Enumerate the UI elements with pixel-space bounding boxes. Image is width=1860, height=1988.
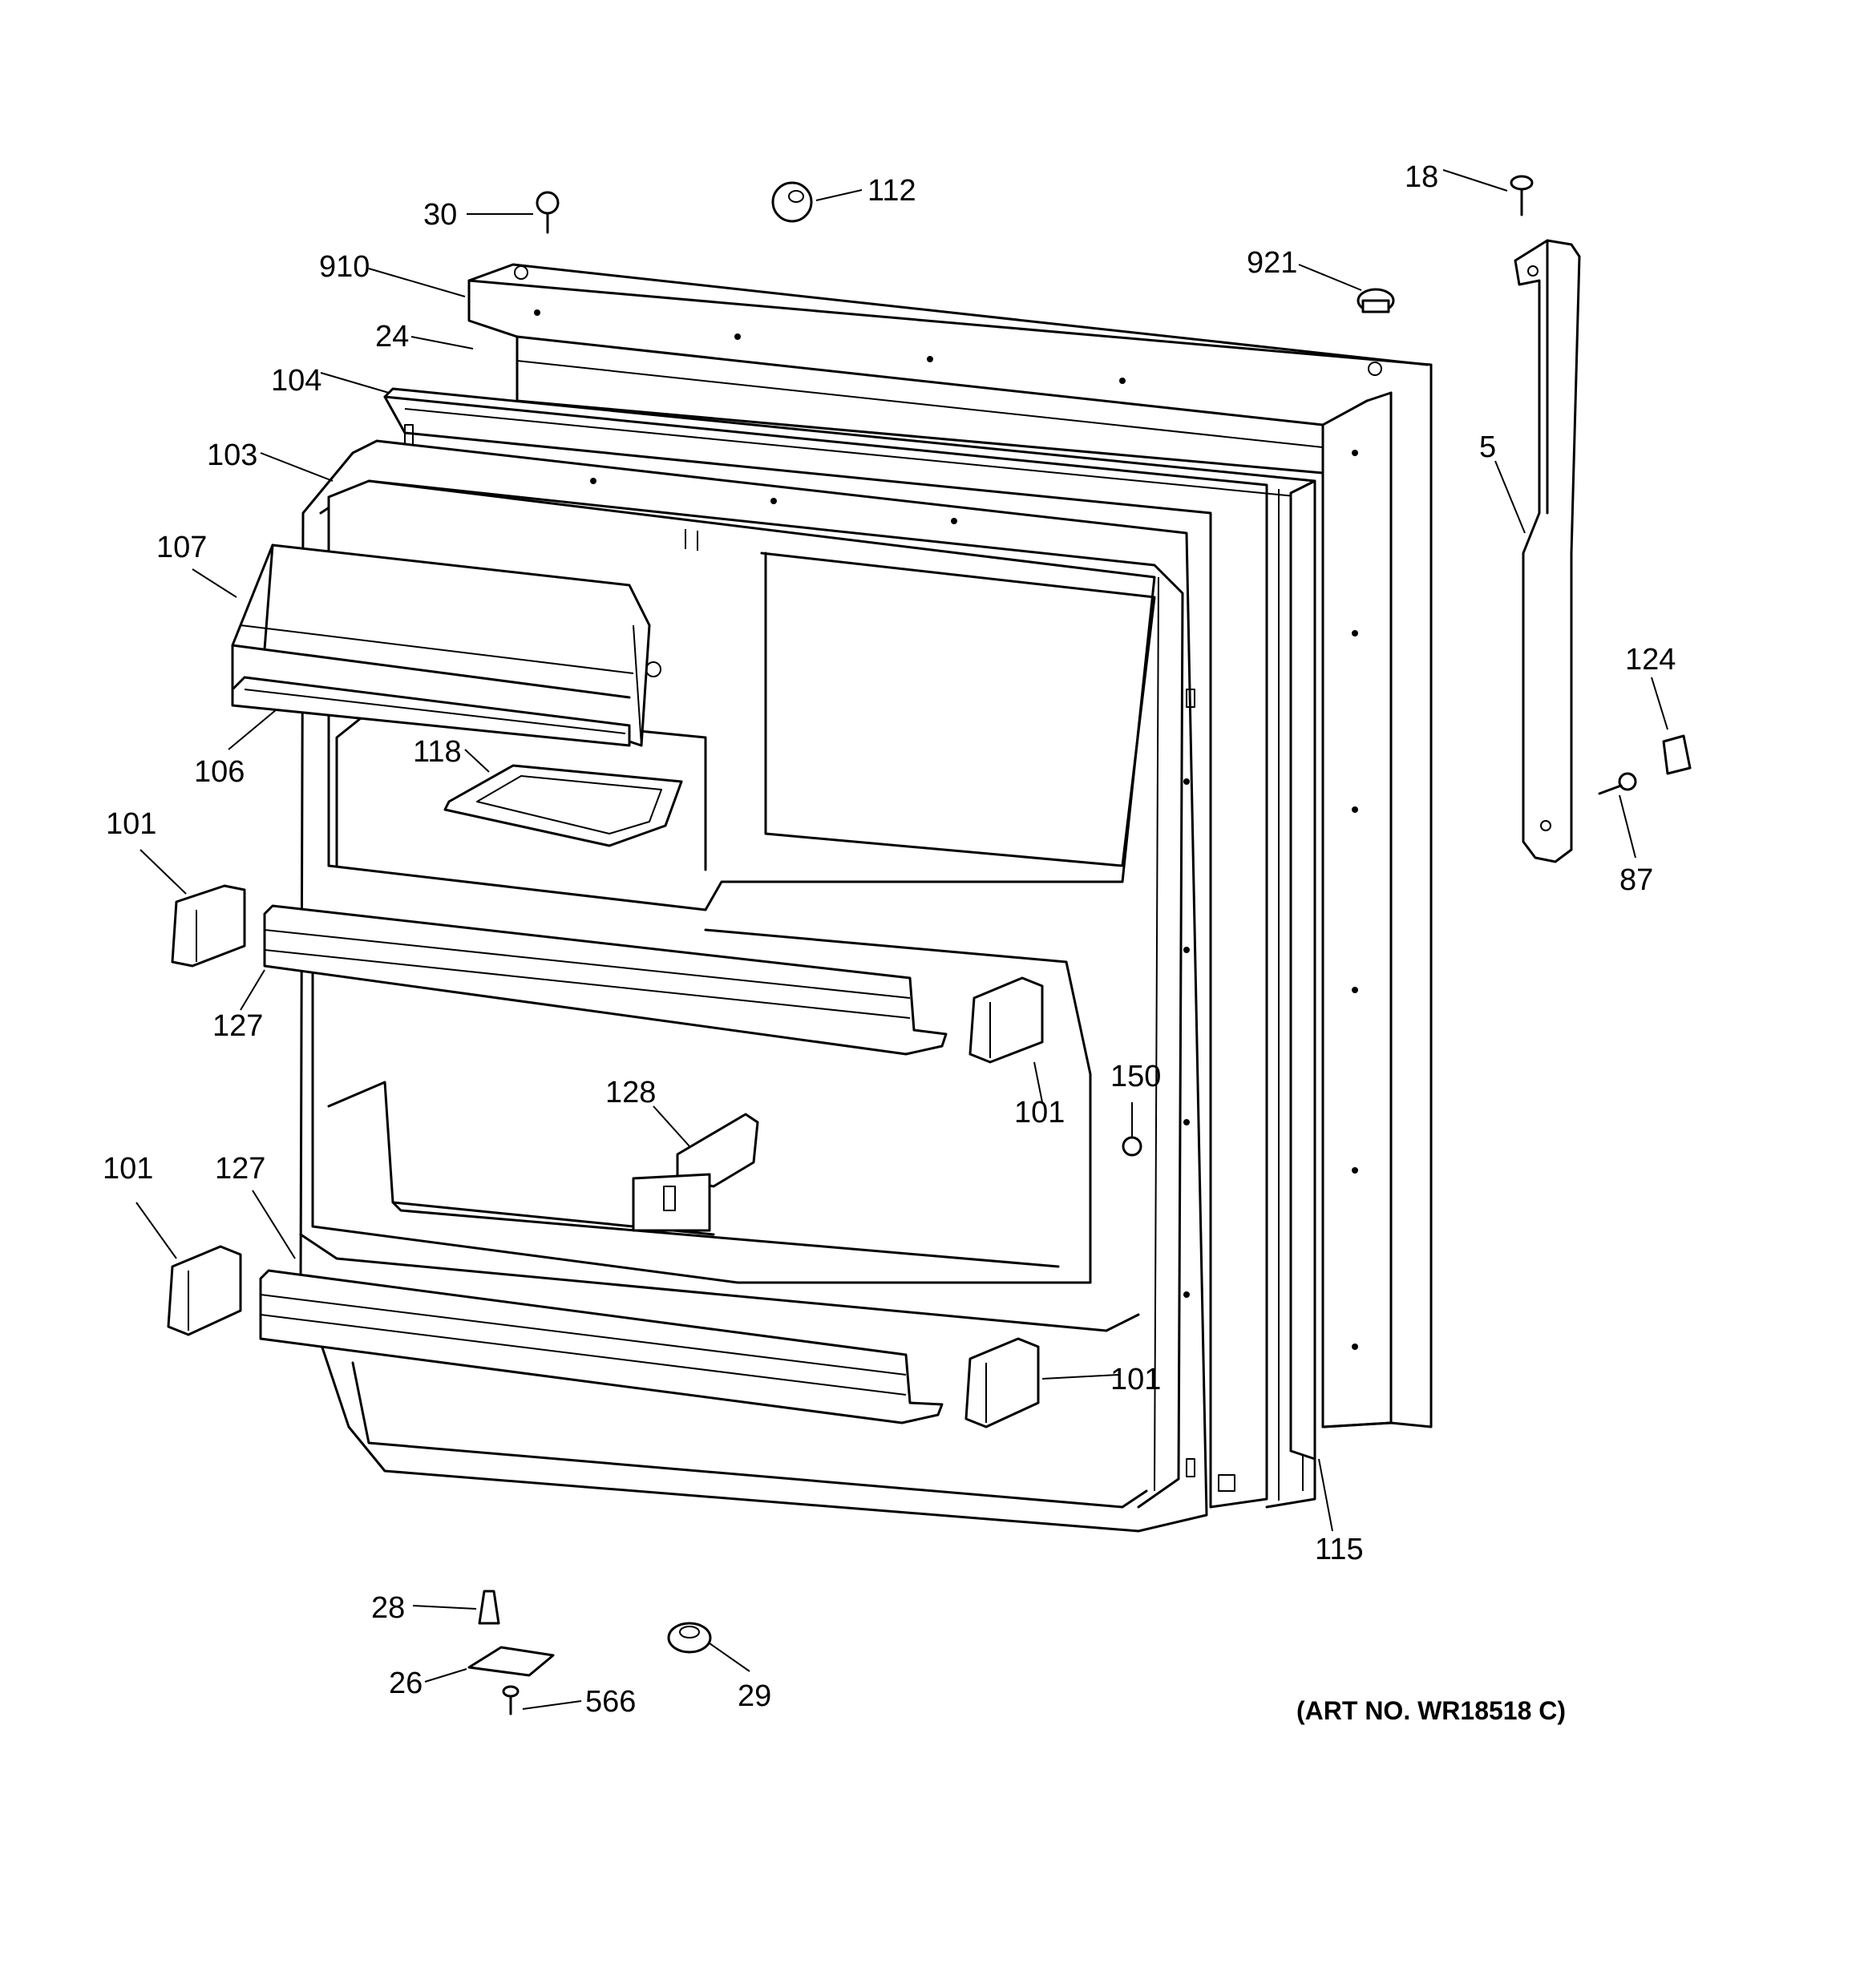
- shelf-retainer: [632, 1113, 759, 1232]
- door-shelf-bar-upper: [263, 904, 948, 1056]
- hinge-pin-28: [478, 1590, 500, 1625]
- callout-118: 118: [413, 735, 462, 769]
- callout-26: 26: [389, 1667, 423, 1700]
- hinge-plate-26: [467, 1646, 555, 1677]
- shelf-end-cap-lower-right: [964, 1337, 1040, 1428]
- callout-labels: 30 112 18 910 921 24 104 5 103 107 124 1…: [103, 160, 1676, 1725]
- callout-566: 566: [585, 1685, 636, 1719]
- callout-107: 107: [156, 531, 207, 564]
- shelf-end-cap-upper-left: [171, 884, 246, 968]
- callout-30: 30: [423, 198, 457, 232]
- callout-18: 18: [1405, 160, 1438, 194]
- callout-128: 128: [605, 1076, 656, 1109]
- dairy-bin: [231, 676, 631, 747]
- callout-5: 5: [1479, 430, 1496, 464]
- callout-87: 87: [1619, 863, 1653, 897]
- screw-18: [1510, 175, 1534, 216]
- door-shelf-bar-lower: [259, 1269, 944, 1424]
- hinge-clip: [1662, 734, 1692, 775]
- door-stop-29: [667, 1622, 712, 1654]
- outer-door-panel: [467, 263, 1433, 1428]
- callout-103: 103: [207, 438, 257, 472]
- shelf-end-cap-lower-left: [167, 1245, 242, 1336]
- plug-921: [1357, 288, 1395, 313]
- callout-106: 106: [194, 755, 245, 789]
- callout-150: 150: [1110, 1060, 1161, 1093]
- callout-127-lower: 127: [215, 1152, 265, 1186]
- screw-30: [536, 191, 560, 234]
- art-number: (ART NO. WR18518 C): [1296, 1696, 1566, 1725]
- callout-124: 124: [1625, 643, 1676, 677]
- callout-127-upper: 127: [212, 1009, 263, 1043]
- leader-lines: [135, 169, 1668, 1710]
- callout-910: 910: [319, 250, 370, 284]
- hinge-screw: [1598, 772, 1637, 795]
- callout-101-lower-right: 101: [1110, 1363, 1161, 1396]
- callout-101-upper-right: 101: [1014, 1096, 1065, 1129]
- callout-101-lower-left: 101: [103, 1152, 153, 1186]
- callout-101-upper-left: 101: [106, 807, 156, 841]
- plug-112: [771, 181, 813, 223]
- callout-115: 115: [1315, 1533, 1364, 1566]
- door-hinge-bracket: [1514, 239, 1581, 863]
- callout-29: 29: [738, 1679, 771, 1713]
- callout-921: 921: [1247, 246, 1297, 280]
- callout-28: 28: [371, 1591, 405, 1625]
- screw-150: [1122, 1136, 1142, 1157]
- screw-566: [502, 1685, 520, 1715]
- shelf-end-cap-upper-right: [968, 976, 1044, 1064]
- callout-104: 104: [271, 364, 321, 398]
- gasket-strip-115: [1289, 479, 1316, 1461]
- egg-tray: [443, 764, 683, 847]
- callout-112: 112: [867, 174, 916, 208]
- callout-24: 24: [375, 320, 409, 354]
